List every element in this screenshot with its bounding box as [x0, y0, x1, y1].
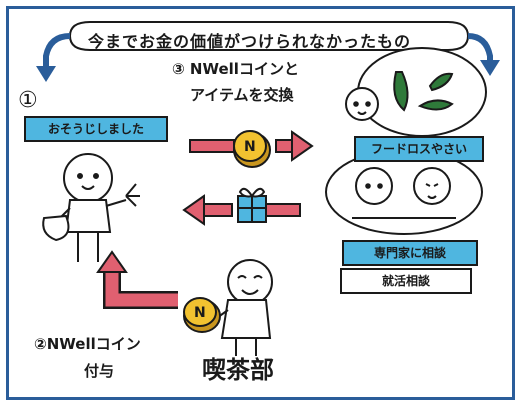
banner-text: 今までお金の価値がつけられなかったもの — [88, 32, 412, 51]
step3-line2: アイテムを交換 — [190, 86, 294, 104]
consult-label: 専門家に相談 — [342, 240, 478, 266]
step1-label: おそうじしました — [24, 116, 168, 142]
cleaning-person — [42, 153, 140, 262]
banner-arrow-left — [43, 33, 71, 70]
job-label: 就活相談 — [340, 268, 472, 294]
food-label: フードロスやさい — [354, 136, 484, 162]
coin-bottom-letter: N — [194, 305, 206, 321]
step2-line2: 付与 — [84, 362, 115, 380]
banner-arrow-right — [467, 33, 493, 64]
coin-bottom-icon — [183, 297, 221, 333]
kissa-label: 喫茶部 — [202, 356, 274, 384]
arrow-to-exchange — [189, 130, 314, 162]
arrow-from-exchange — [182, 194, 301, 226]
consult-bubble — [325, 149, 483, 235]
coin-top-icon — [233, 130, 271, 168]
step1-number: ① — [18, 88, 38, 113]
arrow-coin-to-person — [96, 250, 178, 309]
kissa-person — [213, 259, 273, 356]
step3-line1: ③ NWellコインと — [172, 60, 299, 78]
gift-icon — [237, 187, 267, 223]
banner-arrowhead-right — [480, 60, 500, 76]
vegetable-bubble — [345, 47, 487, 137]
banner-arrowhead-left — [36, 66, 56, 82]
step2-line1: ②NWellコイン — [34, 335, 141, 353]
coin-top-letter: N — [244, 139, 256, 155]
